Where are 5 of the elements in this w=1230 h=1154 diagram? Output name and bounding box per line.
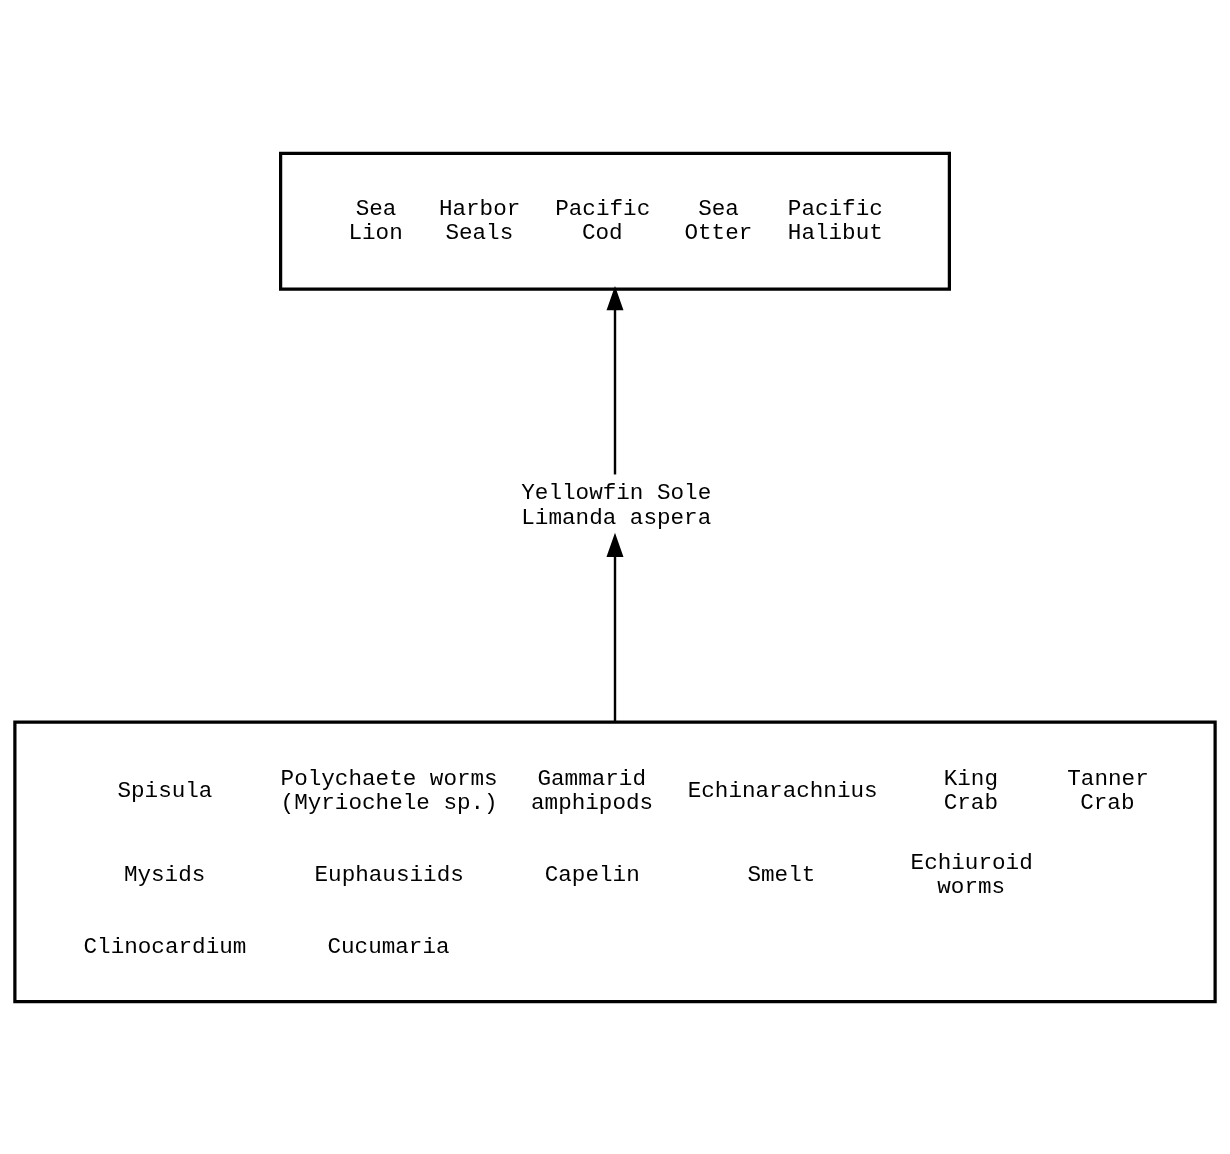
arrow	[606, 532, 624, 722]
node-box: Spisula Polychaete worms (Myriochele sp.) Gammarid amphipods Echinarachnius King Crab Tanner Crab Mysids Euphausiids Capelin Smelt Echiuroid worms Clinocardium Cucumaria	[13, 719, 1217, 1003]
arrow	[606, 285, 624, 474]
node-box: Sea Lion Harbor Seals Pacific Cod Sea Otter Pacific Halibut	[279, 151, 951, 291]
node-text: Yellowfin Sole Limanda aspera	[521, 479, 712, 531]
